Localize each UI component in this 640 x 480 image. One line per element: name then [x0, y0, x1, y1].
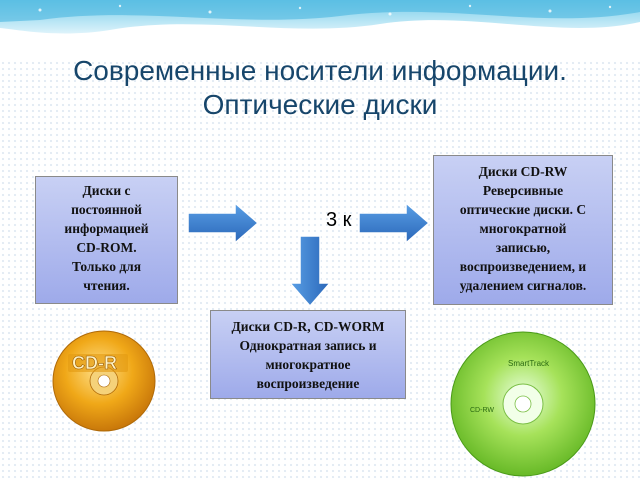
- header-wave-background: [0, 0, 640, 60]
- cd-r-line: воспроизведение: [256, 376, 360, 391]
- cd-rom-line: Только для: [71, 259, 142, 274]
- cd-r-line: многократное: [265, 357, 351, 372]
- cd-rw-line: записью,: [495, 240, 551, 255]
- cd-rw-line: оптические диски. С: [459, 202, 587, 217]
- cd-rom-line: чтения.: [83, 278, 130, 293]
- cd-rom-line: Диски с: [82, 183, 131, 198]
- cd-rw-line: Диски CD-RW: [478, 164, 568, 179]
- cd-rw-line: многократной: [479, 221, 567, 236]
- cd-rom-line: CD-ROM.: [76, 240, 137, 255]
- title-line-1: Современные носители информации.: [73, 55, 567, 86]
- cd-rw-disc-image: SmartTrack CD-RW: [450, 331, 596, 477]
- cd-rom-line: информацией: [64, 221, 149, 236]
- cd-rw-box: Диски CD-RW Реверсивные оптические диски…: [433, 155, 613, 305]
- cd-rw-line: удалением сигналов.: [459, 278, 587, 293]
- cd-r-line: Однократная запись и: [239, 338, 377, 353]
- cd-rom-box: Диски с постоянной информацией CD-ROM. Т…: [35, 176, 178, 304]
- arrow-right-icon: [187, 202, 259, 244]
- cd-rw-line: Реверсивные: [482, 183, 564, 198]
- arrow-right-icon: [358, 202, 430, 244]
- cd-r-box: Диски CD-R, CD-WORM Однократная запись и…: [210, 310, 406, 399]
- cd-rom-line: постоянной: [71, 202, 142, 217]
- title-line-2: Оптические диски: [202, 89, 438, 120]
- cd-r-line: Диски CD-R, CD-WORM: [231, 319, 385, 334]
- cd-rw-disc-brand: SmartTrack: [508, 359, 550, 368]
- cd-rw-line: воспроизведением, и: [459, 259, 587, 274]
- cd-rw-disc-label: CD-RW: [470, 407, 494, 414]
- cd-r-disc-label: CD-R: [72, 353, 117, 373]
- cd-r-disc-image: CD-R: [52, 330, 156, 432]
- arrow-down-icon: [289, 235, 331, 307]
- page-title: Современные носители информации. Оптичес…: [0, 54, 640, 122]
